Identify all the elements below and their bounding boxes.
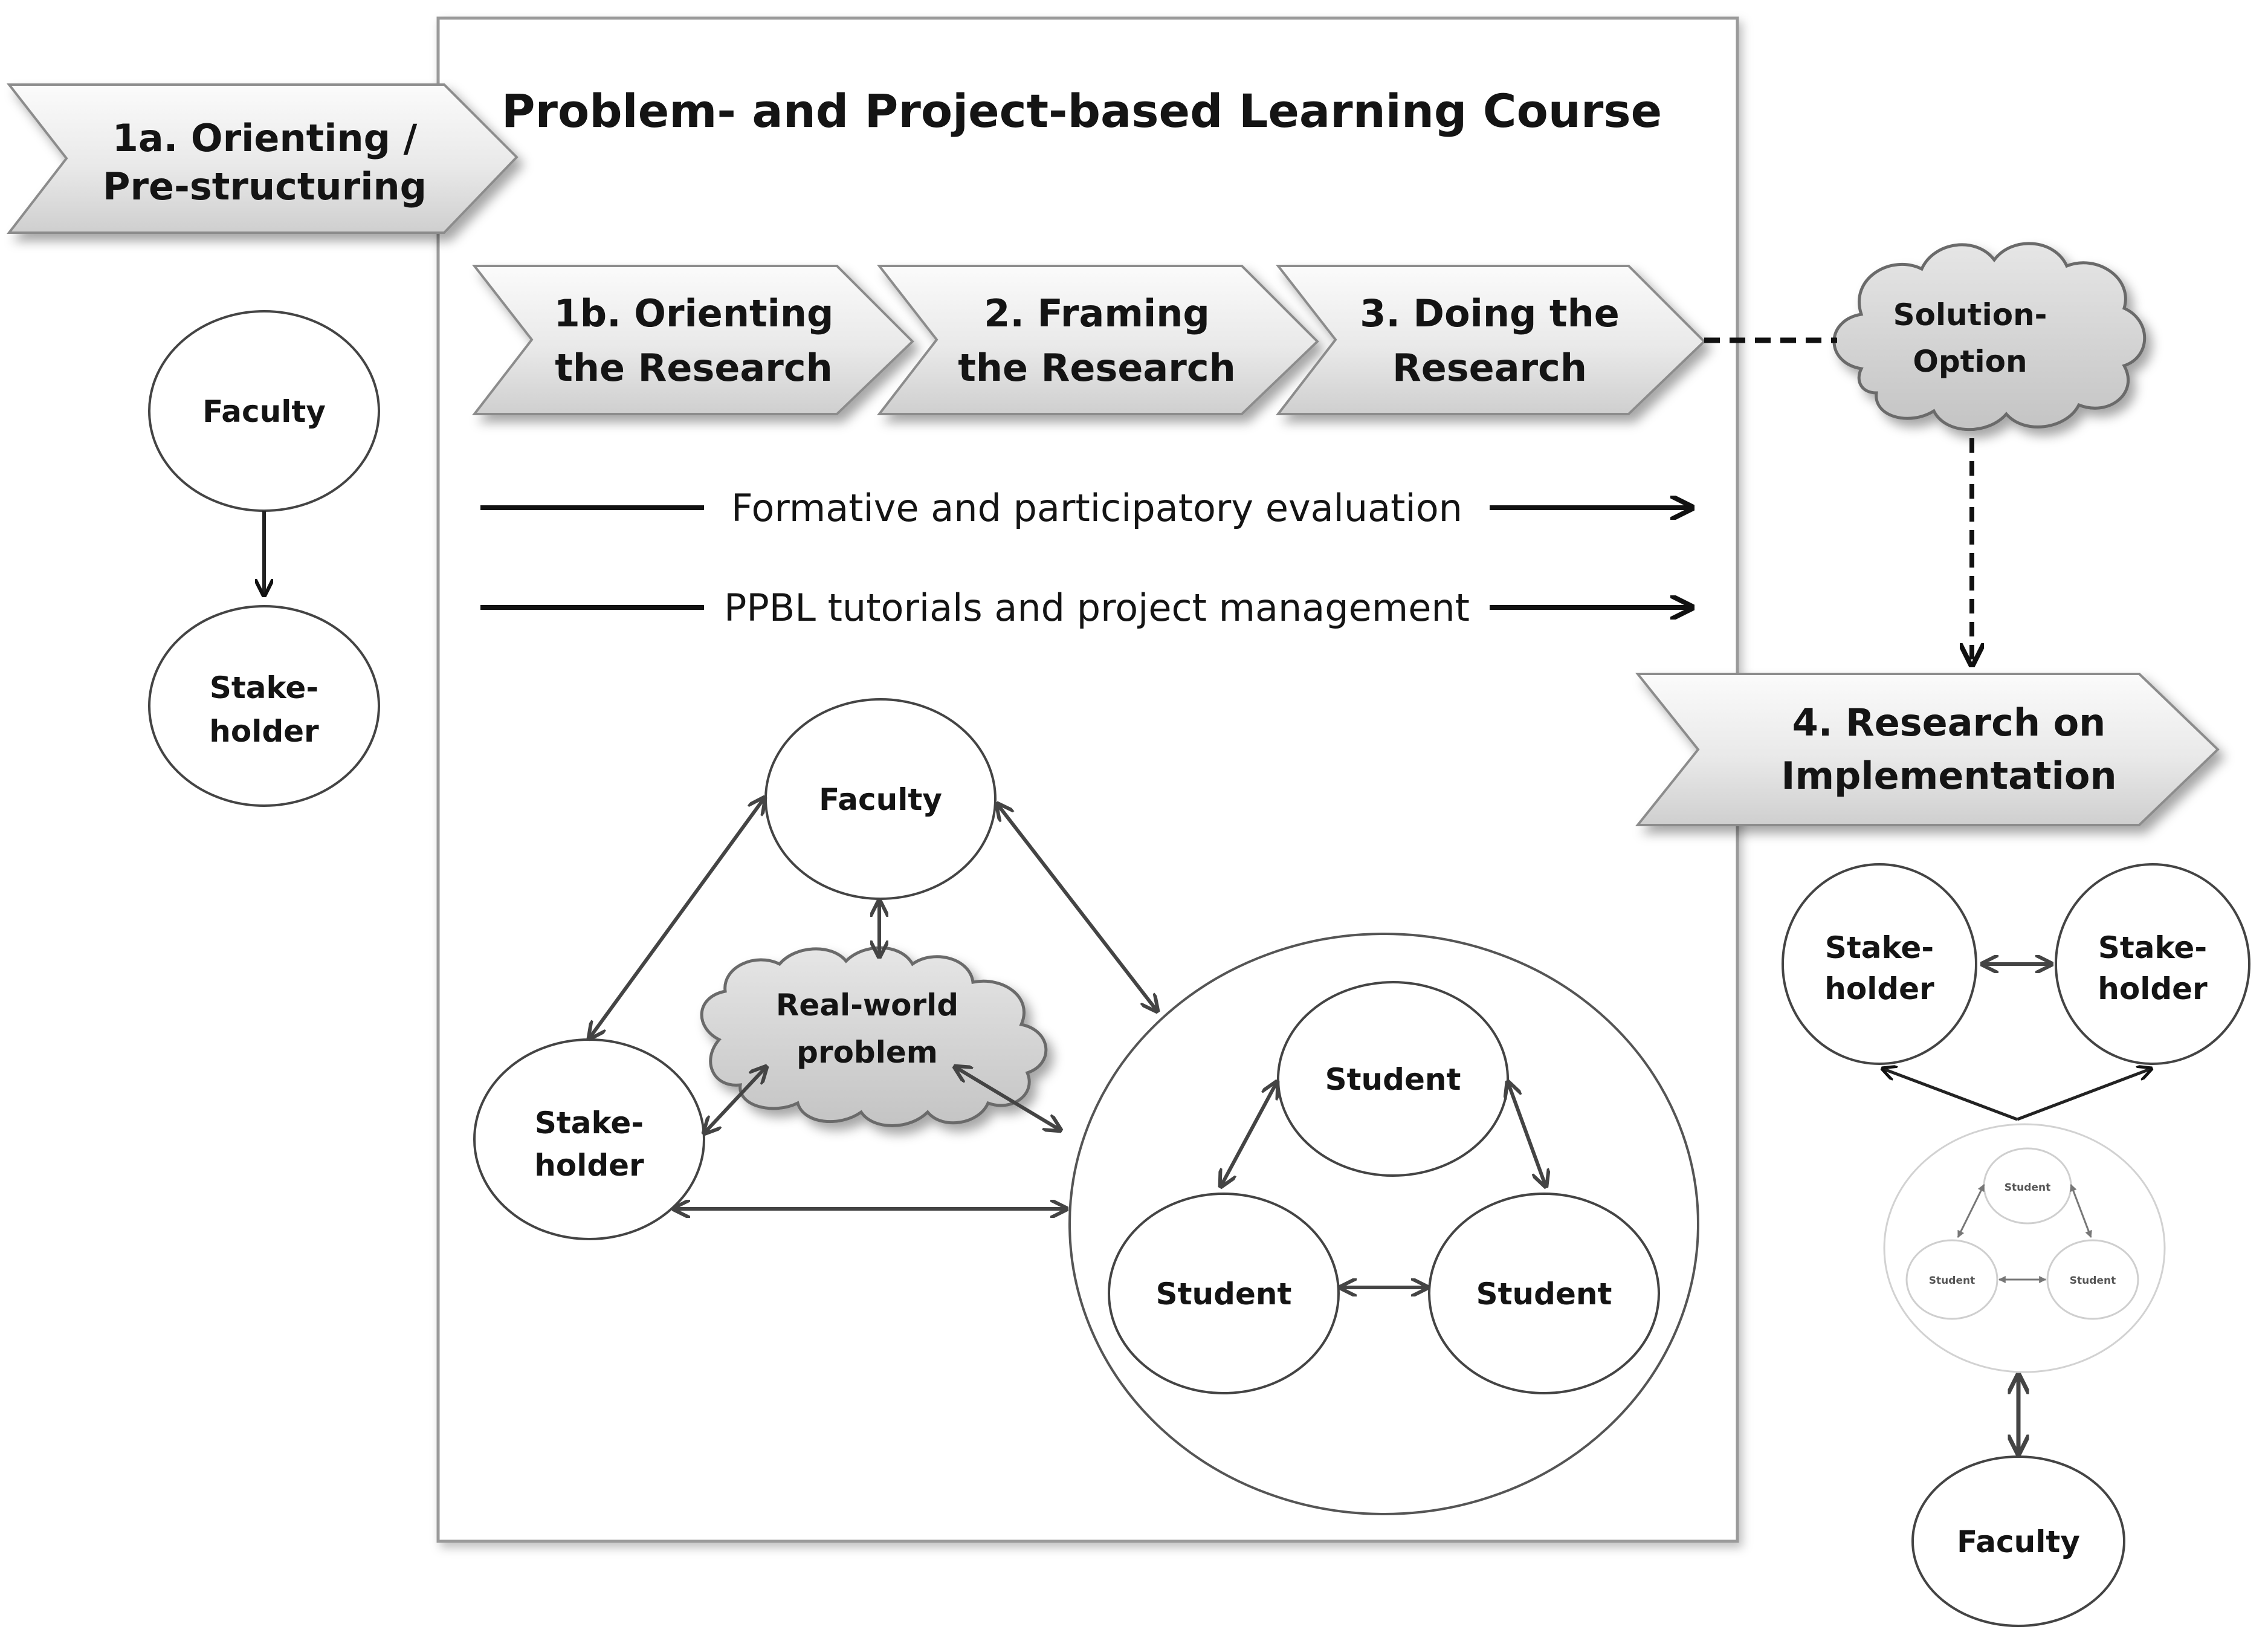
student-right-node: Student <box>1428 1193 1660 1394</box>
svg-text:Stake-: Stake- <box>2098 930 2207 965</box>
svg-text:Implementation: Implementation <box>1781 754 2116 798</box>
svg-text:Option: Option <box>1913 344 2027 379</box>
arrow-faculty-students <box>997 804 1157 1011</box>
svg-text:PPBL tutorials and project man: PPBL tutorials and project management <box>724 586 1470 630</box>
svg-text:Student: Student <box>2005 1182 2050 1194</box>
phase-3-chevron: 3. Doing the Research <box>1275 265 1706 415</box>
solution-option-cloud: Solution- Option <box>1832 242 2147 432</box>
right-stakeholder-a-node: Stake- holder <box>1782 863 1977 1065</box>
svg-text:Formative and participatory ev: Formative and participatory evaluation <box>731 486 1462 530</box>
svg-text:Student: Student <box>1325 1062 1461 1097</box>
svg-text:holder: holder <box>209 714 319 749</box>
svg-text:Student: Student <box>1156 1277 1292 1312</box>
arrow-student-top-left <box>1221 1082 1277 1186</box>
svg-text:Stake-: Stake- <box>210 670 318 705</box>
left-stakeholder-node: Stake- holder <box>148 605 380 807</box>
svg-text:Solution-: Solution- <box>1893 297 2047 332</box>
arrow-problem-students <box>955 1067 1061 1130</box>
svg-text:holder: holder <box>1824 971 1934 1006</box>
svg-text:Stake-: Stake- <box>1825 930 1934 965</box>
left-faculty-node: Faculty <box>148 310 380 512</box>
student-left-node: Student <box>1108 1193 1340 1394</box>
svg-text:2. Framing: 2. Framing <box>984 291 1209 335</box>
svg-text:3. Doing the: 3. Doing the <box>1360 291 1620 335</box>
arrow-faculty-stakeholder <box>589 798 764 1038</box>
phase-2-chevron: 2. Framing the Research <box>876 265 1319 415</box>
course-title: Problem- and Project-based Learning Cour… <box>502 84 1662 138</box>
center-faculty-node: Faculty <box>764 698 997 900</box>
svg-text:Research: Research <box>1392 346 1587 390</box>
svg-text:1b. Orienting: 1b. Orienting <box>554 291 834 335</box>
svg-text:4. Research on: 4. Research on <box>1792 701 2106 745</box>
svg-text:Faculty: Faculty <box>202 394 326 429</box>
right-faculty-node: Faculty <box>1911 1455 2125 1627</box>
svg-text:problem: problem <box>796 1035 938 1070</box>
arrow-stakeholder-problem <box>704 1067 766 1133</box>
center-arrows <box>589 798 1546 1287</box>
svg-text:Student: Student <box>1476 1277 1612 1312</box>
svg-text:holder: holder <box>2098 971 2208 1006</box>
tutorials-flow: PPBL tutorials and project management <box>480 586 1692 630</box>
svg-text:the Research: the Research <box>555 346 832 390</box>
svg-text:Real-world: Real-world <box>776 988 958 1023</box>
svg-text:Student: Student <box>2070 1275 2116 1287</box>
phase-1b-chevron: 1b. Orienting the Research <box>471 265 914 415</box>
student-top-node: Student <box>1277 981 1509 1177</box>
center-stakeholder-node: Stake- holder <box>473 1038 705 1240</box>
arrow-student-top-right <box>1508 1082 1546 1186</box>
arrows-stakeholders-to-group <box>1882 1069 2151 1121</box>
phase-1a-chevron: 1a. Orienting / Pre-structuring <box>6 83 519 234</box>
svg-text:holder: holder <box>534 1148 644 1183</box>
mini-student-group: Student Student Student <box>1883 1123 2166 1373</box>
svg-text:Faculty: Faculty <box>819 782 942 817</box>
svg-text:the Research: the Research <box>958 346 1235 390</box>
svg-text:Pre-structuring: Pre-structuring <box>103 164 427 209</box>
evaluation-flow: Formative and participatory evaluation <box>480 486 1692 530</box>
svg-text:Faculty: Faculty <box>1957 1524 2080 1559</box>
svg-text:1a. Orienting /: 1a. Orienting / <box>112 116 418 160</box>
phase-4-chevron: 4. Research on Implementation <box>1635 673 2220 826</box>
right-stakeholder-b-node: Stake- holder <box>2055 863 2250 1065</box>
svg-text:Student: Student <box>1929 1275 1975 1287</box>
svg-text:Stake-: Stake- <box>535 1105 644 1141</box>
